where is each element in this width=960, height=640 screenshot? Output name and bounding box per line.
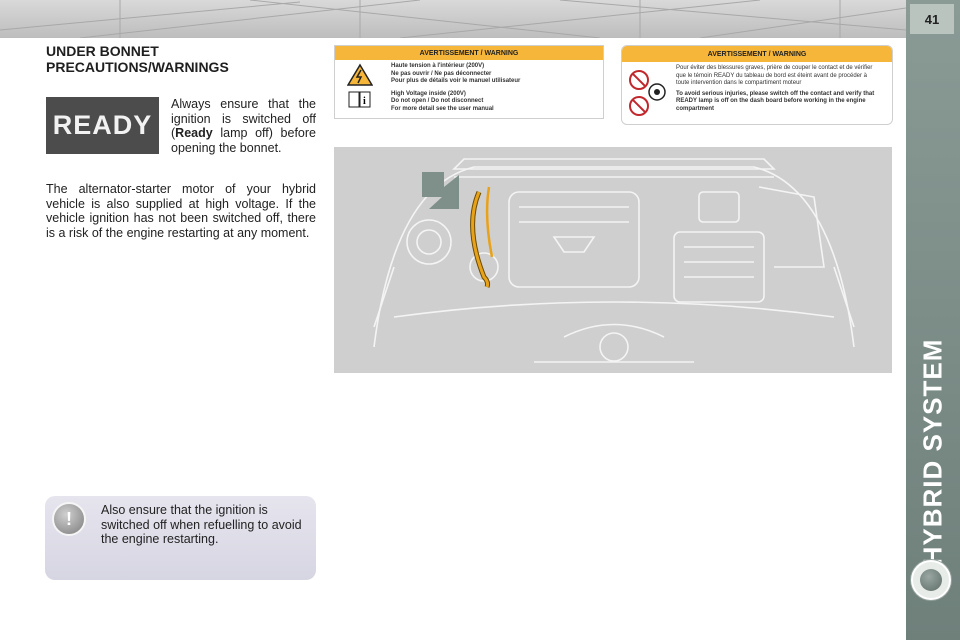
brand-logo-icon xyxy=(911,560,951,600)
right-sidebar: 41 HYBRID SYSTEM xyxy=(906,0,960,640)
note-box xyxy=(45,496,316,580)
top-decorative-band xyxy=(0,0,906,38)
warning-label-high-voltage: AVERTISSEMENT / WARNING i Haute tension … xyxy=(334,45,604,119)
note-text: Also ensure that the ignition is switche… xyxy=(101,503,302,546)
svg-text:i: i xyxy=(363,96,366,107)
label1-line-1: Haute tension à l'intérieur (200V) xyxy=(391,63,485,69)
p1-before: Always ensure that the ignition is switc… xyxy=(171,97,316,140)
paragraph-alternator-starter: The alternator-starter motor of your hyb… xyxy=(46,182,316,240)
top-band-lines xyxy=(0,0,906,38)
no-hands-fan-warning-icon xyxy=(629,70,666,116)
label1-line-3: Pour plus de détails voir le manuel util… xyxy=(391,78,521,84)
p1-after: lamp off) before opening the bonnet. xyxy=(171,126,316,155)
label1-line-5: Do not open / Do not disconnect xyxy=(391,98,484,104)
label2-french-text: Pour éviter des blessures graves, prière… xyxy=(676,65,873,86)
label1-line-2: Ne pas ouvrir / Ne pas déconnecter xyxy=(391,70,492,77)
exclamation-icon: ! xyxy=(52,502,86,536)
section-title-text: HYBRID SYSTEM xyxy=(917,338,948,566)
orange-high-voltage-cable xyxy=(471,191,490,288)
warning-label-ignition-off: AVERTISSEMENT / WARNING Pour éviter des … xyxy=(621,45,893,125)
p1-bold: Ready xyxy=(175,126,213,140)
user-manual-icon: i xyxy=(348,91,371,108)
engine-compartment-illustration xyxy=(334,147,892,373)
label2-title: AVERTISSEMENT / WARNING xyxy=(622,46,892,62)
label1-line-6: For more detail see the user manual xyxy=(391,105,494,112)
paragraph-ignition-off: Always ensure that the ignition is switc… xyxy=(171,97,316,155)
label1-title: AVERTISSEMENT / WARNING xyxy=(335,46,603,60)
label2-english-text: To avoid serious injuries, please switch… xyxy=(676,90,875,112)
orange-cable-2 xyxy=(485,186,494,258)
page-heading: UNDER BONNET PRECAUTIONS/WARNINGS xyxy=(46,43,276,75)
engine-line-drawing xyxy=(373,158,855,363)
page-number: 41 xyxy=(910,4,954,34)
ready-lamp-text: READY xyxy=(52,110,153,140)
pointer-arrow-icon xyxy=(422,172,459,209)
high-voltage-warning-icon xyxy=(347,63,373,86)
label1-line-4: High Voltage inside (200V) xyxy=(391,90,466,97)
ready-lamp-image: READY xyxy=(46,97,159,154)
section-title: HYBRID SYSTEM xyxy=(913,339,953,566)
heading-text: UNDER BONNET PRECAUTIONS/WARNINGS xyxy=(46,43,229,75)
